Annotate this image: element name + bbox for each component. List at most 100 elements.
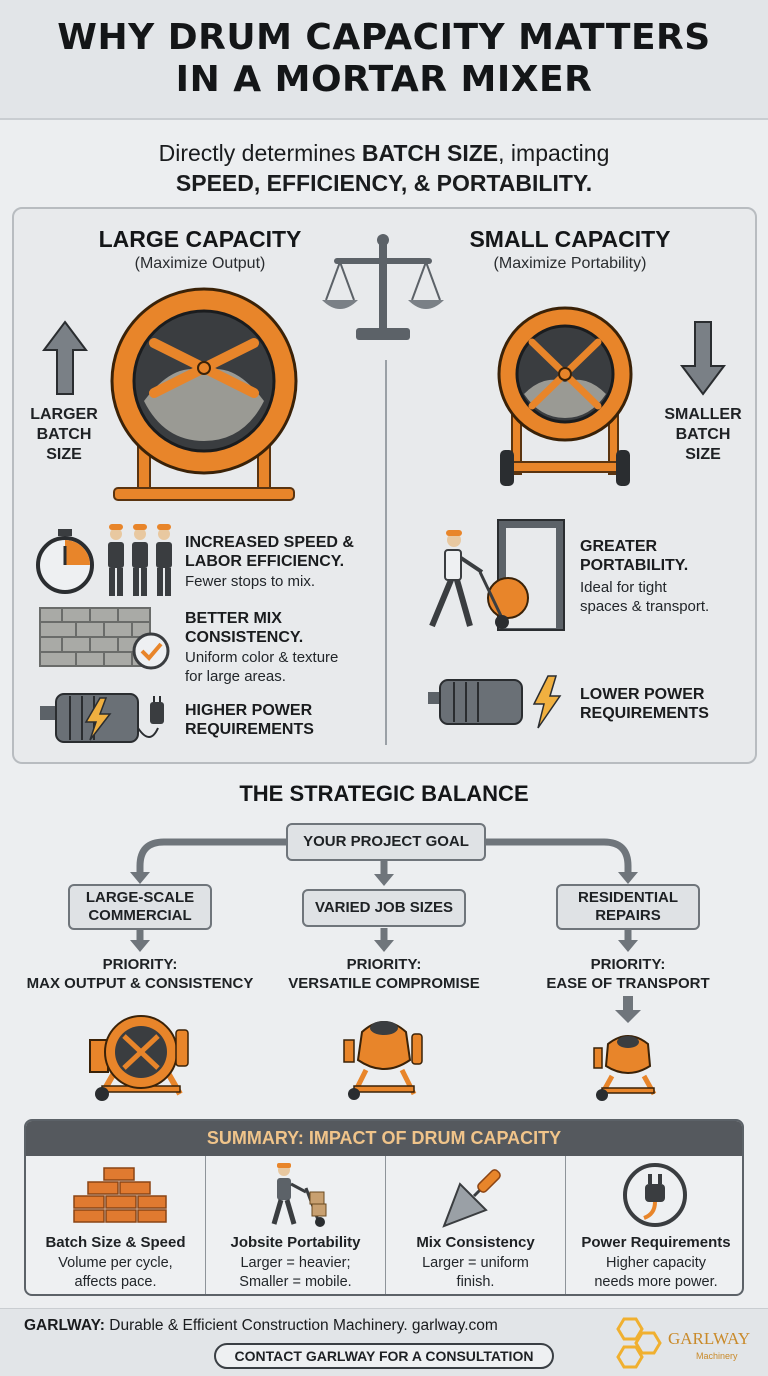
hexagon-logo-icon xyxy=(616,1317,662,1369)
footer-brand: GARLWAY: xyxy=(24,1317,105,1334)
subtitle-text: Directly determines xyxy=(158,140,362,166)
small-capacity-title: SMALL CAPACITY xyxy=(469,226,671,252)
summary-power-desc: Higher capacity needs more power. xyxy=(566,1254,742,1292)
medium-mixer-icon xyxy=(343,1021,423,1100)
balance-scale-icon xyxy=(322,234,444,340)
summary-portability-desc: Larger = heavier; Smaller = mobile. xyxy=(206,1254,385,1292)
hand-truck-worker-icon xyxy=(271,1163,327,1227)
electric-motor-icon xyxy=(40,693,164,743)
desc-line: Higher capacity xyxy=(606,1255,706,1271)
feature-line: for large areas. xyxy=(185,668,286,685)
box-line: RESIDENTIAL xyxy=(577,889,678,906)
label-line: LARGER xyxy=(30,406,98,423)
summary-heading: SUMMARY: IMPACT OF DRUM CAPACITY xyxy=(26,1121,742,1156)
strategic-balance-heading: THE STRATEGIC BALANCE xyxy=(239,781,529,806)
down-arrow-icon xyxy=(615,996,641,1023)
workers-icon xyxy=(108,524,172,596)
footer-tagline-text: Durable & Efficient Construction Machine… xyxy=(104,1317,498,1334)
priority-varied: PRIORITY: VERSATILE COMPROMISE xyxy=(270,955,498,993)
smaller-batch-size-label: SMALLER BATCH SIZE xyxy=(658,405,748,465)
feature-line: GREATER xyxy=(580,538,658,555)
worker-pushing-mixer-icon xyxy=(429,519,565,631)
summary-cell-power: Power Requirements Higher capacity needs… xyxy=(566,1156,742,1294)
brick-wall-icon xyxy=(39,607,170,670)
branch-varied-box: VARIED JOB SIZES xyxy=(302,889,466,927)
feature-line: LOWER POWER xyxy=(580,686,705,703)
priority-line: PRIORITY: xyxy=(102,956,178,973)
feature-portability-desc: Ideal for tight spaces & transport. xyxy=(580,578,709,616)
feature-consistency-desc: Uniform color & texture for large areas. xyxy=(185,648,338,686)
priority-line: EASE OF TRANSPORT xyxy=(546,975,710,992)
feature-line: spaces & transport. xyxy=(580,598,710,615)
desc-line: finish. xyxy=(456,1274,495,1290)
feature-line: REQUIREMENTS xyxy=(580,705,709,722)
desc-line: Larger = heavier; xyxy=(240,1255,351,1271)
priority-line: MAX OUTPUT & CONSISTENCY xyxy=(26,975,254,992)
down-arrow-icon xyxy=(680,321,726,396)
garlway-logo: GARLWAY Machinery xyxy=(608,1315,751,1373)
summary-consistency-desc: Larger = uniform finish. xyxy=(386,1254,565,1292)
page-title-line-1: WHY DRUM CAPACITY MATTERS xyxy=(57,17,711,58)
project-goal-box: YOUR PROJECT GOAL xyxy=(286,823,486,861)
feature-line: BETTER MIX xyxy=(185,610,282,627)
feature-speed-title: INCREASED SPEED & LABOR EFFICIENCY. xyxy=(185,533,354,571)
feature-line: CONSISTENCY. xyxy=(185,629,304,646)
subtitle-emphasis: SPEED, EFFICIENCY, & PORTABILITY. xyxy=(175,170,593,196)
priority-residential: PRIORITY: EASE OF TRANSPORT xyxy=(518,955,738,993)
bricks-icon xyxy=(73,1167,167,1223)
feature-line: Uniform color & texture xyxy=(185,649,339,666)
box-line: LARGE-SCALE xyxy=(85,889,195,906)
label-line: SMALLER xyxy=(664,406,742,423)
trowel-icon xyxy=(442,1169,501,1228)
feature-line: HIGHER POWER xyxy=(185,702,313,719)
logo-subtitle: Machinery xyxy=(696,1351,738,1361)
subtitle: Directly determines BATCH SIZE, impactin… xyxy=(0,138,768,198)
priority-commercial: PRIORITY: MAX OUTPUT & CONSISTENCY xyxy=(10,955,270,993)
page-title-line-2: IN A MORTAR MIXER xyxy=(175,59,593,100)
large-capacity-subtitle: (Maximize Output) xyxy=(134,255,266,272)
large-mixer-small-icon xyxy=(89,1015,189,1101)
feature-line: LABOR EFFICIENCY. xyxy=(185,553,345,570)
footer: GARLWAY: Durable & Efficient Constructio… xyxy=(0,1308,768,1376)
box-line: REPAIRS xyxy=(595,907,661,924)
large-mixer-icon xyxy=(110,287,298,501)
panel-divider xyxy=(385,360,387,745)
desc-line: Larger = uniform xyxy=(422,1255,529,1271)
contact-consultation-button[interactable]: CONTACT GARLWAY FOR A CONSULTATION xyxy=(214,1343,554,1369)
feature-line: REQUIREMENTS xyxy=(185,721,314,738)
label-line: BATCH xyxy=(675,426,731,443)
logo-name: GARLWAY xyxy=(668,1329,751,1348)
summary-portability-title: Jobsite Portability xyxy=(230,1234,361,1251)
feature-speed-desc: Fewer stops to mix. xyxy=(185,573,316,590)
summary-batch-title: Batch Size & Speed xyxy=(45,1234,186,1251)
flow-connectors xyxy=(130,838,638,952)
feature-line: INCREASED SPEED & xyxy=(185,534,354,551)
larger-batch-size-label: LARGER BATCH SIZE xyxy=(22,405,106,465)
branch-commercial-box: LARGE-SCALE COMMERCIAL xyxy=(68,884,212,930)
desc-line: needs more power. xyxy=(594,1274,718,1290)
feature-portability-title: GREATER PORTABILITY. xyxy=(580,537,688,575)
feature-line: Ideal for tight xyxy=(580,579,667,596)
branch-residential-box: RESIDENTIAL REPAIRS xyxy=(556,884,700,930)
label-line: BATCH xyxy=(36,426,92,443)
feature-power-title: HIGHER POWER REQUIREMENTS xyxy=(185,701,314,739)
summary-cell-batch: Batch Size & Speed Volume per cycle, aff… xyxy=(26,1156,206,1294)
footer-tagline: GARLWAY: Durable & Efficient Constructio… xyxy=(24,1317,498,1335)
priority-line: PRIORITY: xyxy=(346,956,422,973)
stopwatch-icon xyxy=(36,529,94,594)
title-band: WHY DRUM CAPACITY MATTERS IN A MORTAR MI… xyxy=(0,0,768,120)
summary-batch-desc: Volume per cycle, affects pace. xyxy=(26,1254,205,1292)
feature-low-power-title: LOWER POWER REQUIREMENTS xyxy=(580,685,709,723)
summary-consistency-title: Mix Consistency xyxy=(416,1234,535,1251)
box-line: COMMERCIAL xyxy=(88,907,192,924)
summary-cell-consistency: Mix Consistency Larger = uniform finish. xyxy=(386,1156,566,1294)
label-line: SIZE xyxy=(685,446,721,463)
summary-cell-portability: Jobsite Portability Larger = heavier; Sm… xyxy=(206,1156,386,1294)
large-capacity-title: LARGE CAPACITY xyxy=(98,226,302,252)
feature-line: PORTABILITY. xyxy=(580,557,689,574)
summary-power-title: Power Requirements xyxy=(581,1234,731,1251)
small-motor-icon xyxy=(428,675,562,729)
subtitle-text: , impacting xyxy=(498,140,610,166)
small-mixer-icon xyxy=(497,306,633,486)
priority-line: VERSATILE COMPROMISE xyxy=(288,975,480,992)
